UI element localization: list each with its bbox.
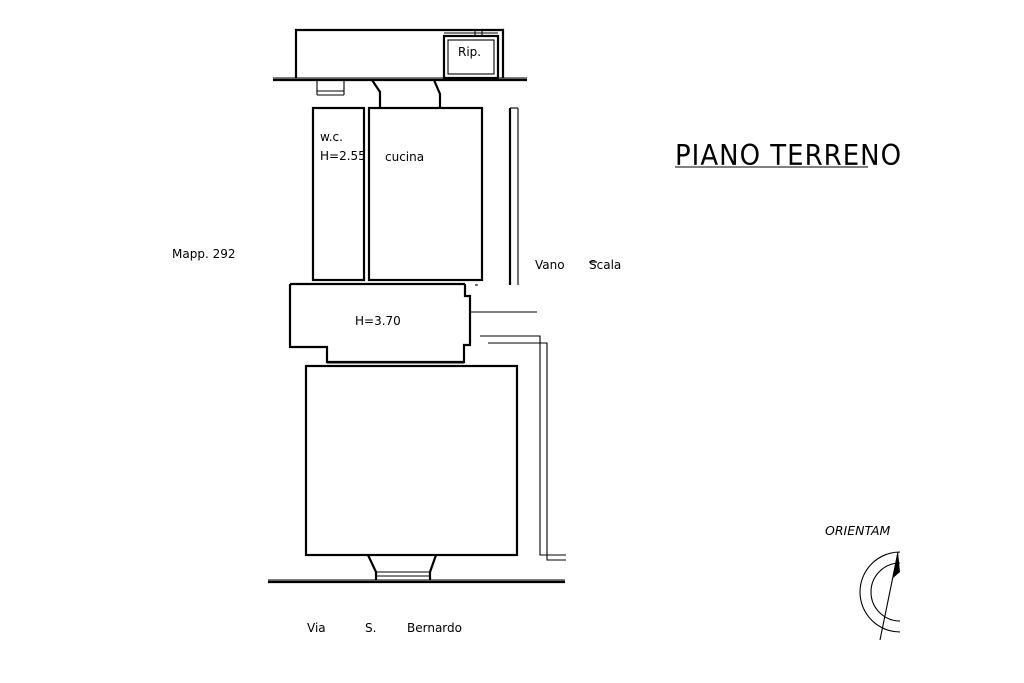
top-building-strip <box>273 28 527 82</box>
orientation-label: ORIENTAM <box>825 523 890 538</box>
main-room <box>304 362 519 557</box>
storage-room: Rip. <box>442 30 500 80</box>
stairwell-label-1: Vano <box>535 258 565 272</box>
hallway-room: H=3.70 <box>288 282 537 364</box>
street-label-2: S. <box>365 621 376 635</box>
wc-room: w.c. H=2.55 <box>311 106 366 282</box>
street-label-3: Bernardo <box>407 621 462 635</box>
stairwell-walls <box>480 107 566 561</box>
street-label-1: Via <box>307 621 326 635</box>
orientation-indicator: ORIENTAM <box>825 523 901 641</box>
plan-title: PIANO TERRENO <box>675 140 901 172</box>
north-arrow-icon <box>859 551 901 641</box>
wc-label: w.c. <box>320 130 343 144</box>
kitchen-room: cucina <box>367 106 484 282</box>
stairwell-label-2: Scala <box>589 258 621 272</box>
street-edge <box>268 579 565 584</box>
kitchen-label: cucina <box>385 150 424 164</box>
storage-label: Rip. <box>458 45 481 59</box>
hallway-height-label: H=3.70 <box>355 314 401 328</box>
wc-height-label: H=2.55 <box>320 149 366 163</box>
street-entrance <box>367 554 438 580</box>
upper-passage <box>316 79 442 108</box>
parcel-label: Mapp. 292 <box>172 247 235 261</box>
